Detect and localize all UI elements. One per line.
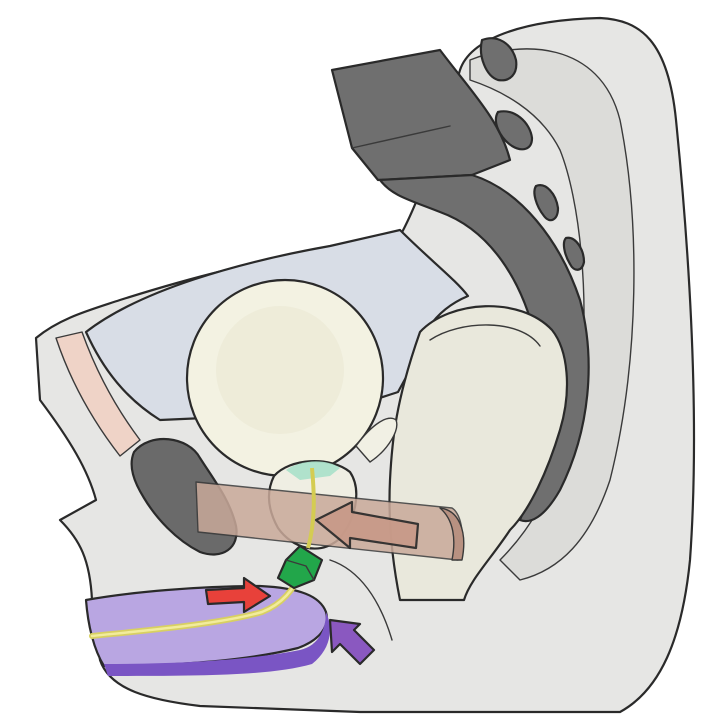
bladder-mucosa: [216, 306, 344, 434]
